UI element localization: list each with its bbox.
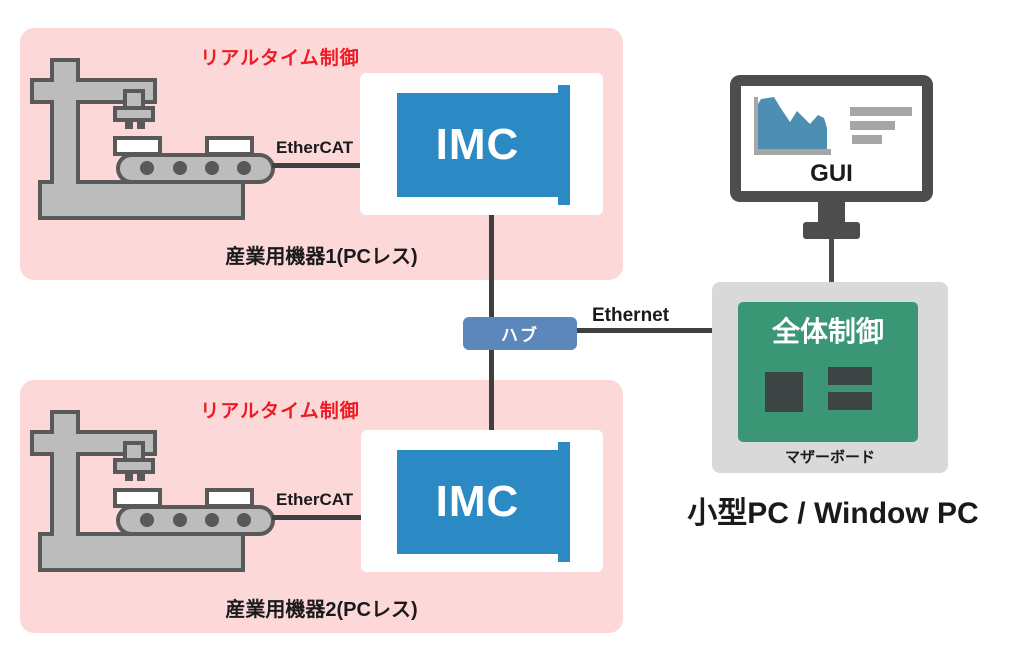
workpiece-box — [113, 136, 162, 156]
text-lines-icon — [850, 121, 895, 130]
robot-arm-body-shape — [30, 58, 245, 220]
realtime-control-label-2: リアルタイム制御 — [200, 401, 360, 422]
network-hub: ハブ — [463, 317, 577, 350]
motherboard-label: マザーボード — [784, 449, 875, 466]
workpiece-box — [113, 488, 162, 508]
chart-y-axis — [754, 97, 758, 155]
imc-connector-bar-2 — [558, 442, 570, 562]
robot-arm-body-shape — [30, 410, 245, 572]
ethernet-line — [577, 328, 712, 333]
text-lines-icon — [852, 135, 882, 144]
workpiece-box — [205, 136, 254, 156]
workpiece-box — [205, 488, 254, 508]
robot-gripper-bar — [113, 106, 155, 122]
pc-caption: 小型PC / Window PC — [687, 497, 979, 530]
imc-connector-bar-1 — [558, 85, 570, 205]
imc-label-2: IMC — [435, 477, 520, 526]
ethercat-label-1: EtherCAT — [276, 138, 354, 157]
monitor-stand-base — [803, 222, 860, 239]
conveyor-roller — [205, 513, 219, 527]
conveyor-roller — [140, 513, 154, 527]
chart-area-shape — [758, 97, 827, 149]
conveyor-roller — [140, 161, 154, 175]
area-chart-icon — [754, 97, 831, 155]
imc-label-1: IMC — [435, 120, 520, 169]
gui-label: GUI — [810, 160, 853, 187]
conveyor-roller — [237, 513, 251, 527]
robot-gripper-finger-left — [125, 120, 133, 129]
industrial-machine-icon — [30, 58, 275, 220]
ram-module-icon — [828, 367, 872, 385]
ethercat-line-2 — [272, 515, 397, 520]
monitor-pc-cable — [829, 238, 834, 284]
conveyor-roller — [237, 161, 251, 175]
industrial-machine-icon — [30, 410, 275, 572]
imc-controller-1: IMC — [397, 93, 558, 197]
ethernet-label: Ethernet — [592, 305, 670, 326]
ram-module-icon — [828, 392, 872, 410]
robot-gripper-bar — [113, 458, 155, 474]
realtime-control-label-1: リアルタイム制御 — [200, 48, 360, 69]
text-lines-icon — [850, 107, 912, 116]
robot-gripper-finger-right — [137, 120, 145, 129]
ethercat-label-2: EtherCAT — [276, 490, 354, 509]
ethercat-line-1 — [272, 163, 360, 168]
machine-caption-2: 産業用機器2(PCレス) — [225, 599, 418, 621]
machine-caption-1: 産業用機器1(PCレス) — [225, 246, 418, 268]
conveyor-belt — [116, 505, 275, 536]
chart-x-axis — [754, 149, 831, 155]
conveyor-belt — [116, 153, 275, 184]
monitor-stand-neck — [818, 200, 845, 224]
robot-gripper-finger-right — [137, 472, 145, 481]
conveyor-roller — [173, 513, 187, 527]
cpu-chip-icon — [765, 372, 803, 412]
robot-gripper-finger-left — [125, 472, 133, 481]
conveyor-roller — [173, 161, 187, 175]
conveyor-roller — [205, 161, 219, 175]
imc-controller-2: IMC — [397, 450, 558, 554]
hub-label: ハブ — [501, 326, 539, 345]
overall-control-label: 全体制御 — [771, 316, 884, 347]
